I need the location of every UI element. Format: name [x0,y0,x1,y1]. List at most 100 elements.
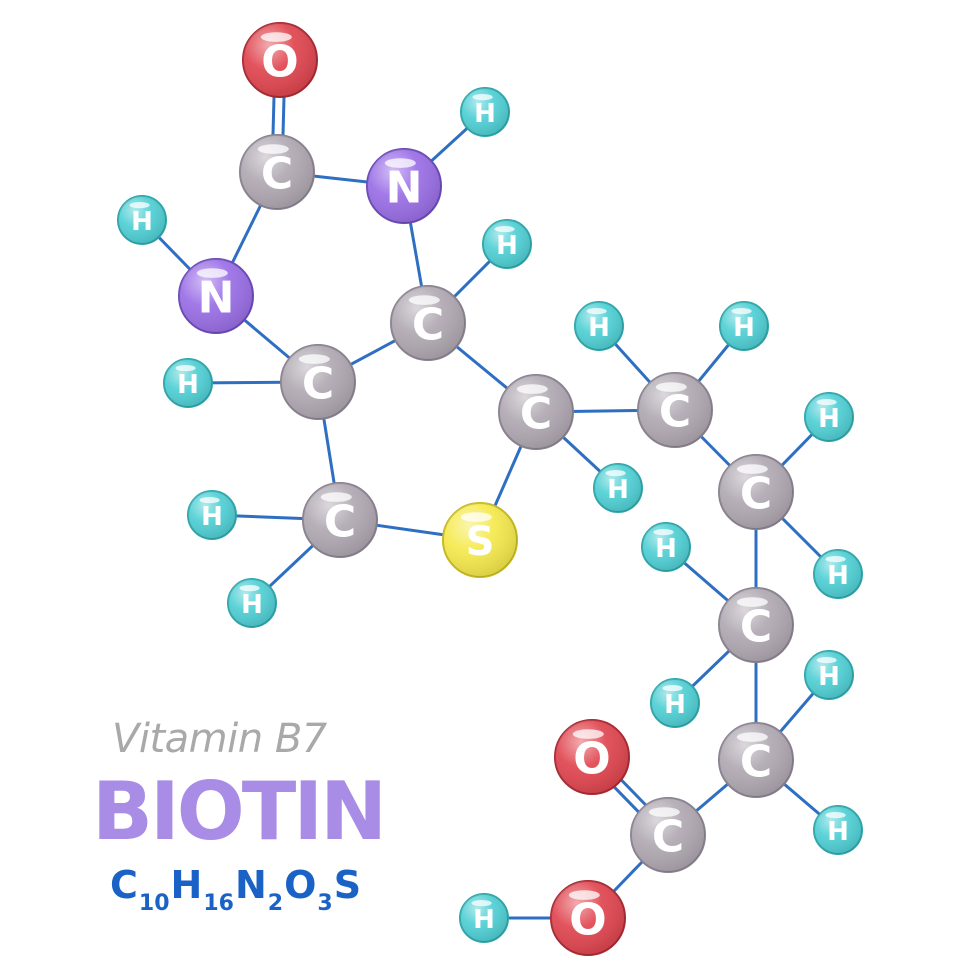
atom-label: H [473,905,495,935]
atom-label: C [520,389,552,440]
atom-gloss [516,384,548,394]
atom-gloss [662,685,683,692]
atom-c2: C [390,285,466,361]
atom-label: H [588,313,610,343]
atom-highlight [651,679,699,727]
atom-c6: C [637,372,713,448]
atom-gloss [568,890,600,900]
atom-o2: O [554,719,630,795]
atom-label: N [386,163,423,214]
atom-h7: H [593,463,643,513]
atom-highlight [594,464,642,512]
formula-count: 16 [203,891,234,916]
atom-h16: H [459,893,509,943]
atom-highlight [814,550,862,598]
atom-label: O [573,734,610,785]
atom-h13: H [650,678,700,728]
atom-label: H [655,534,677,564]
atom-highlight [240,135,314,209]
atom-highlight [228,579,276,627]
atom-highlight [719,723,793,797]
atom-highlight [719,455,793,529]
atom-highlight [461,88,509,136]
atom-highlight [443,503,517,577]
atom-c8: C [718,587,794,663]
formula-count: 10 [138,891,170,916]
formula-element-n: N2 [234,863,284,916]
atom-c3: C [280,344,356,420]
atom-gloss [825,556,846,563]
atom-gloss [655,382,687,392]
atom-gloss [494,226,515,233]
atom-gloss [239,585,260,592]
atom-gloss [196,268,228,278]
atom-h11: H [813,549,863,599]
atom-highlight [367,149,441,223]
atom-label: C [324,497,356,548]
atom-h10: H [804,392,854,442]
atom-h3: H [482,219,532,269]
atom-label: C [659,387,691,438]
chemical-formula: C10H16N2O3S [110,866,361,915]
atom-s1: S [442,502,518,578]
formula-element-c: C10 [110,863,170,916]
atom-highlight [555,720,629,794]
atom-highlight [805,393,853,441]
atom-gloss [825,812,846,819]
atom-highlight [642,523,690,571]
atom-gloss [320,492,352,502]
atom-highlight [243,23,317,97]
atom-gloss [736,732,768,742]
atom-h15: H [813,805,863,855]
atom-gloss [736,597,768,607]
atom-highlight [720,302,768,350]
atom-h12: H [641,522,691,572]
atom-h9: H [719,301,769,351]
atom-gloss [653,529,674,536]
atom-h6: H [227,578,277,628]
atom-gloss [816,399,837,406]
atom-gloss [199,497,220,504]
atom-highlight [118,196,166,244]
atom-highlight [391,286,465,360]
atom-c1: C [239,134,315,210]
atom-highlight [483,220,531,268]
atom-label: H [131,207,153,237]
atom-n1: N [366,148,442,224]
atom-highlight [188,491,236,539]
atom-gloss [471,900,492,907]
atom-gloss [472,94,493,101]
atom-highlight [575,302,623,350]
atom-highlight [499,375,573,449]
atom-gloss [257,144,289,154]
atom-gloss [260,32,292,42]
atom-label: S [466,519,495,565]
atom-gloss [586,308,607,315]
atom-highlight [303,483,377,557]
atom-h5: H [187,490,237,540]
atom-label: H [827,561,849,591]
atom-label: H [241,590,263,620]
formula-element-o: O3 [284,863,333,916]
atom-h1: H [460,87,510,137]
atom-label: H [177,370,199,400]
atom-highlight [814,806,862,854]
atom-label: O [569,895,606,946]
atom-h2: H [117,195,167,245]
atom-gloss [605,470,626,477]
atom-highlight [551,881,625,955]
atom-label: C [412,300,444,351]
atom-gloss [129,202,150,209]
atom-c9: C [718,722,794,798]
atom-label: C [261,149,293,200]
atom-highlight [164,359,212,407]
atom-label: C [302,359,334,410]
atom-label: H [733,313,755,343]
atom-highlight [631,798,705,872]
atom-gloss [460,512,492,522]
formula-count: 3 [317,891,333,916]
atom-highlight [460,894,508,942]
atom-label: H [607,475,629,505]
atom-o3: O [550,880,626,956]
atom-label: C [740,469,772,520]
